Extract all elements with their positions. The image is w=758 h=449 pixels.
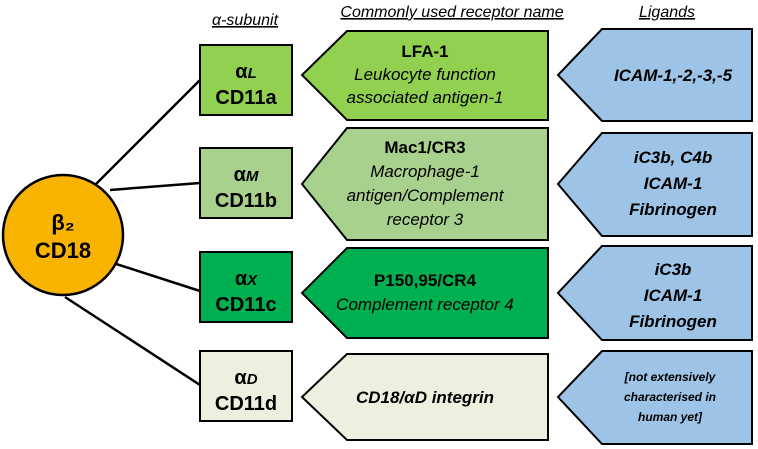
header-ligands: Ligands: [639, 4, 695, 21]
receptor-shape-cd11b: [300, 127, 549, 241]
ligand-cd11b-1: iC3b, C4b: [634, 148, 712, 167]
receptor-desc-cd11b-1: Macrophage-1: [370, 162, 480, 181]
alpha-box-cd11d: [199, 350, 293, 422]
cd-label-cd11a: CD11a: [215, 87, 277, 109]
receptor-name-cd11d: CD18/αD integrin: [356, 388, 494, 407]
connector-line-cd11c: [109, 260, 201, 293]
alpha-label-cd11a: αL: [235, 61, 256, 83]
ligand-shape-cd11a: [556, 28, 753, 122]
receptor-desc-cd11b-3: receptor 3: [387, 210, 464, 229]
receptor-shape-cd11a: [300, 30, 549, 121]
receptor-shape-cd11c: [300, 247, 549, 339]
alpha-box-cd11a: [199, 44, 293, 116]
receptor-desc-cd11b-2: antigen/Complement: [347, 186, 505, 205]
ligand-cd11b-2: ICAM-1: [644, 174, 703, 193]
connector-line-cd11b: [109, 181, 201, 192]
beta-label: β₂: [51, 210, 74, 235]
row-cd11d: αD CD11d CD18/αD integrin [not extensive…: [199, 350, 753, 445]
row-cd11c: αX CD11c P150,95/CR4 Complement receptor…: [199, 245, 753, 341]
receptor-desc-cd11a-2: associated antigen-1: [347, 88, 504, 107]
row-cd11b: αM CD11b Mac1/CR3 Macrophage-1 antigen/C…: [199, 127, 753, 241]
header-receptor-name: Commonly used receptor name: [340, 4, 563, 21]
ligand-cd11b-3: Fibrinogen: [629, 200, 717, 219]
beta-circle: [1, 173, 125, 297]
ligand-shape-cd11d: [556, 350, 753, 445]
cd-label-cd11c: CD11c: [215, 294, 276, 316]
header-alpha-subunit: α-subunit: [212, 12, 279, 29]
alpha-box-cd11c: [199, 251, 293, 323]
ligand-cd11c-1: iC3b: [655, 260, 692, 279]
ligand-cd11d-1: [not extensively: [624, 370, 717, 384]
cd-label-cd11d: CD11d: [215, 393, 277, 415]
beta-cd-label: CD18: [35, 238, 91, 263]
receptor-shape-cd11d: [300, 353, 549, 441]
alpha-label-cd11b: αM: [234, 164, 259, 186]
ligand-shape-cd11c: [556, 245, 753, 341]
alpha-label-cd11c: αX: [235, 268, 258, 290]
alpha-label-cd11d: αD: [234, 367, 257, 389]
receptor-name-cd11c: P150,95/CR4: [374, 271, 477, 290]
receptor-name-cd11a: LFA-1: [401, 42, 448, 61]
ligand-shape-cd11b: [556, 132, 753, 237]
receptor-desc-cd11c-1: Complement receptor 4: [336, 295, 514, 314]
row-cd11a: αL CD11a LFA-1 Leukocyte function associ…: [199, 28, 753, 122]
cd-label-cd11b: CD11b: [215, 190, 277, 212]
beta-subunit: β₂ CD18: [1, 173, 125, 297]
ligand-cd11d-2: characterised in: [624, 390, 716, 404]
receptor-name-cd11b: Mac1/CR3: [384, 138, 465, 157]
connector-line-cd11d: [64, 295, 201, 387]
ligand-cd11a-1: ICAM-1,-2,-3,-5: [614, 66, 733, 85]
alpha-box-cd11b: [199, 147, 293, 219]
ligand-cd11c-2: ICAM-1: [644, 286, 703, 305]
ligand-cd11c-3: Fibrinogen: [629, 312, 717, 331]
ligand-cd11d-3: human yet]: [638, 410, 703, 424]
receptor-desc-cd11a-1: Leukocyte function: [354, 65, 496, 84]
